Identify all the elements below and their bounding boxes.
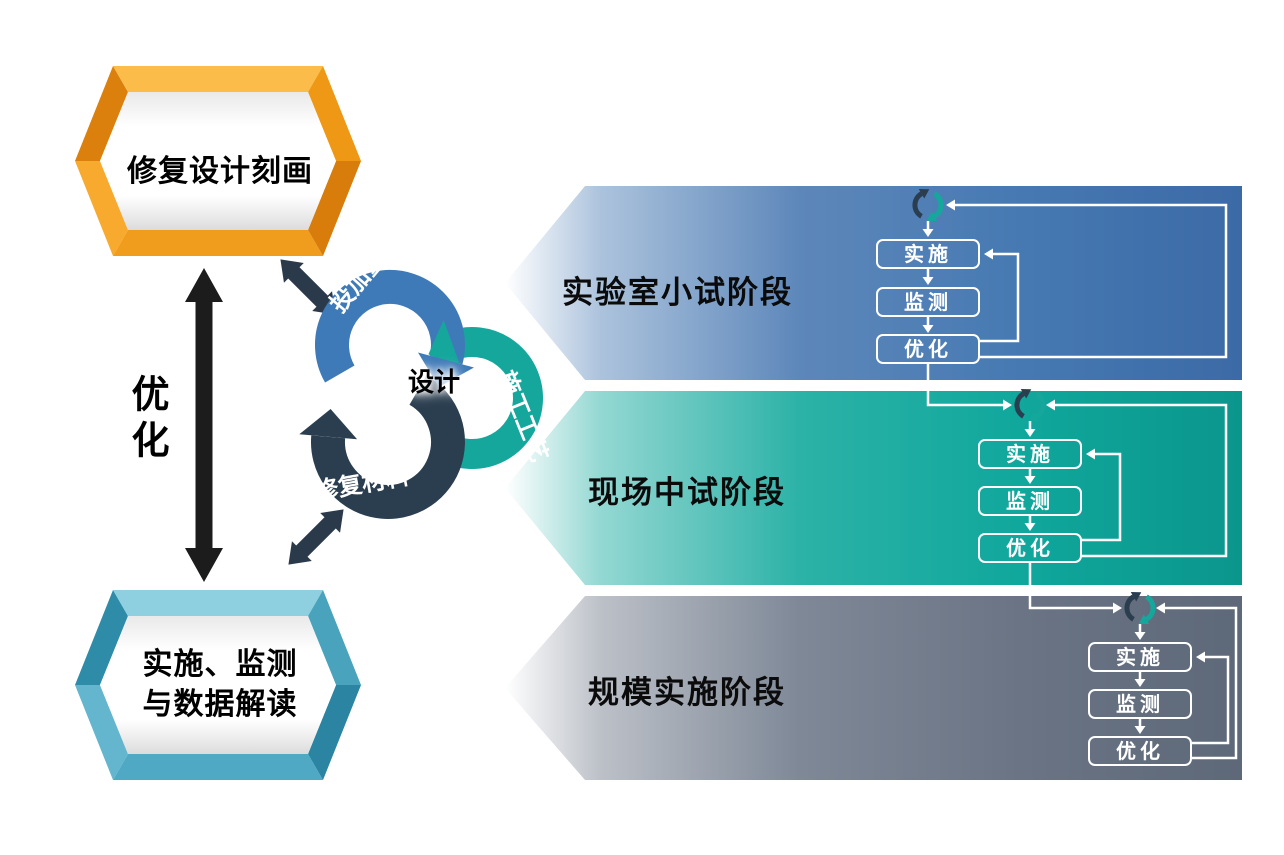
stage3-step-optimize: 优化 [1088, 736, 1192, 766]
stage2-step-implement: 实施 [978, 439, 1082, 469]
stage-label-pilot: 现场中试阶段 [588, 475, 786, 511]
stage3-step-implement: 实施 [1088, 642, 1192, 672]
stage3-step-monitor: 监测 [1088, 689, 1192, 719]
diagonal-double-arrow-bottom [288, 509, 344, 565]
vertical-double-arrow [185, 268, 223, 582]
bottom-box-line2: 与数据解读 [142, 687, 298, 722]
dosage-arc-label: 投加量 [324, 245, 392, 318]
diagonal-double-arrow-top [280, 259, 336, 315]
stage1-step-optimize: 优化 [876, 334, 980, 364]
stage2-step-monitor: 监测 [978, 486, 1082, 516]
top-box-label: 修复设计刻画 [127, 154, 313, 189]
bottom-box-line1: 实施、监测 [142, 647, 298, 682]
stage-band-full-scale [505, 596, 1242, 780]
design-center-label: 设计 [407, 368, 460, 398]
stage2-step-optimize: 优化 [978, 533, 1082, 563]
optimize-label: 优化 [125, 374, 169, 466]
stage-label-lab: 实验室小试阶段 [562, 275, 793, 311]
material-arc-label: 修复材料 [311, 462, 411, 506]
stage1-step-implement: 实施 [876, 239, 980, 269]
stage1-step-monitor: 监测 [876, 287, 980, 317]
stage-label-full-scale: 规模实施阶段 [588, 675, 786, 711]
navy-arrowhead [299, 409, 358, 440]
bottom-box-label: 实施、监测 与数据解读 [95, 645, 345, 725]
